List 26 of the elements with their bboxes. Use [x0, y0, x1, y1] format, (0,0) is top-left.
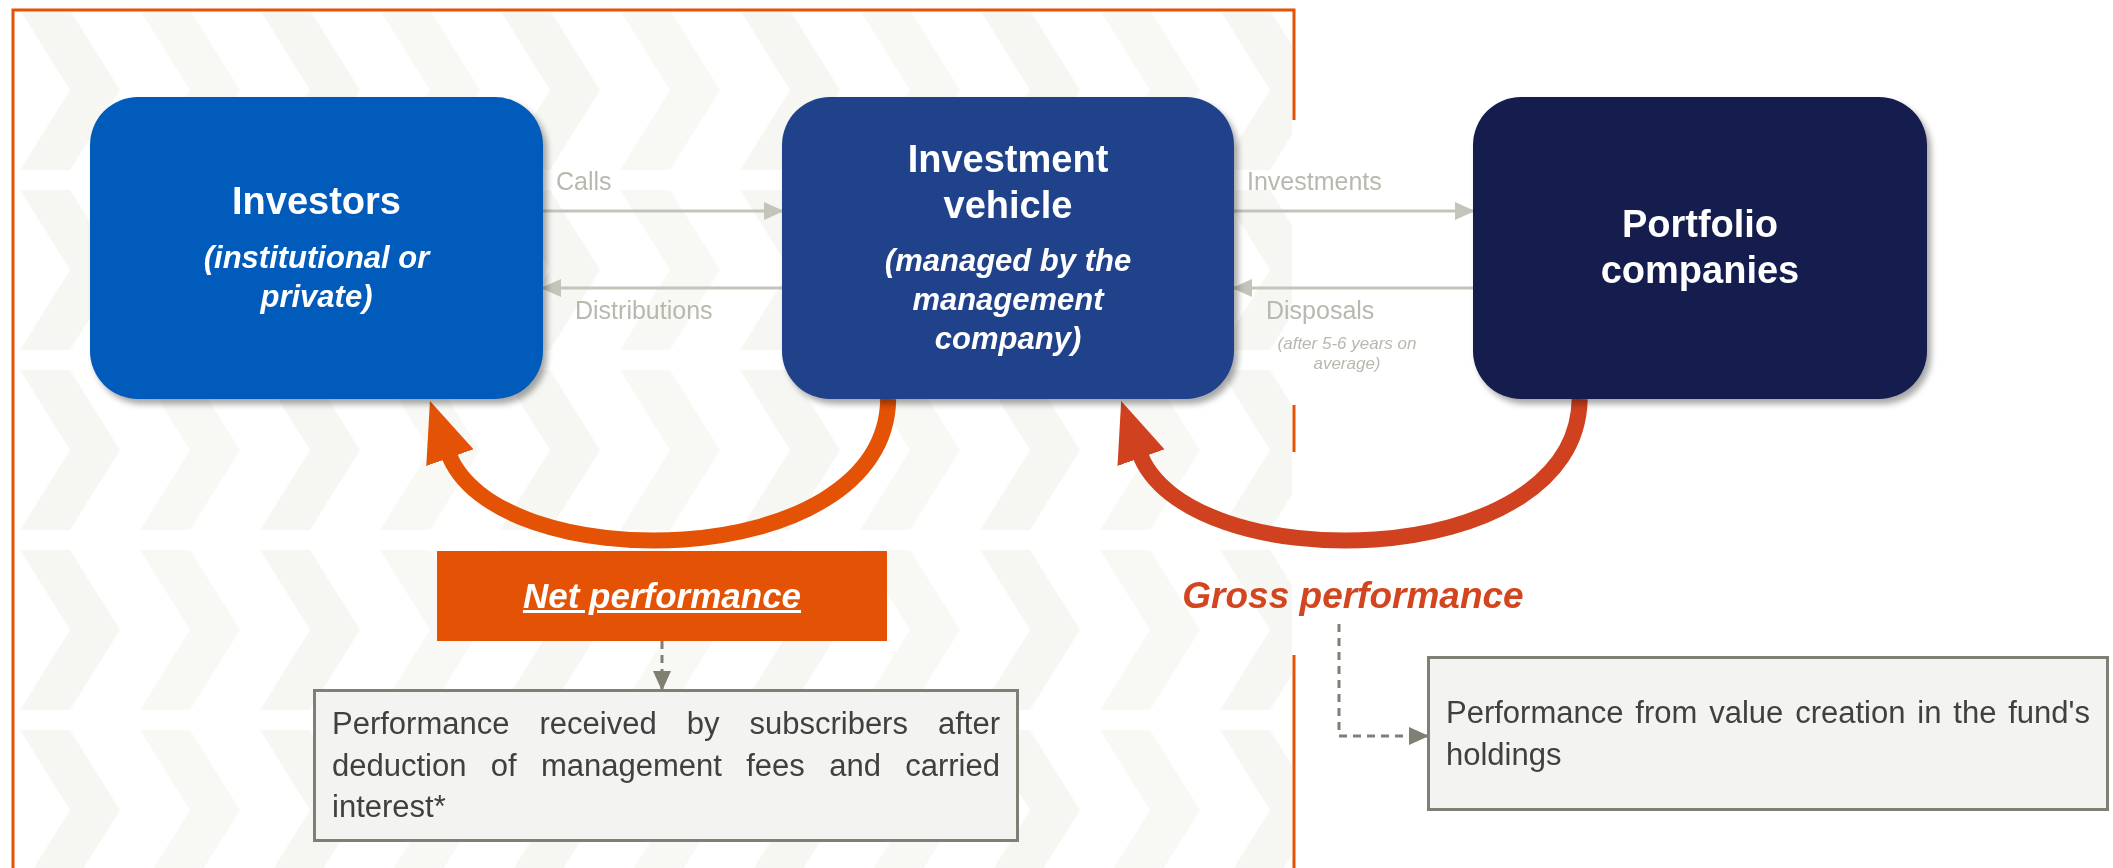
arrow [541, 279, 782, 297]
heading-text: Net performance [522, 576, 802, 616]
gross-performance-text: Gross performance [1182, 575, 1524, 617]
description-text: Performance received by subscribers after deduction of management fees and carried interest* [332, 704, 1000, 827]
dashed-arrow [1337, 624, 1429, 745]
arrow [1234, 202, 1475, 220]
note-text: (after 5-6 years on average) [1276, 334, 1418, 375]
description-box [313, 689, 1019, 842]
description-box [1427, 656, 2109, 811]
arrow [543, 202, 784, 220]
box-title: Portfolio companies [1599, 202, 1801, 293]
dashed-arrow [653, 641, 671, 691]
box-title: Investors [232, 179, 401, 225]
investors-box [90, 97, 543, 399]
edge-label: Investments [1247, 167, 1382, 196]
portfolio-box [1473, 97, 1927, 399]
box-title: Investment vehicle [906, 137, 1110, 228]
net-performance-box [437, 551, 887, 641]
box-subtitle: (institutional or private) [202, 239, 432, 316]
description-text: Performance from value creation in the fund's holdings [1446, 693, 2090, 774]
edge-label: Disposals [1266, 296, 1375, 325]
vehicle-box [782, 97, 1234, 399]
arrow [1232, 279, 1473, 297]
edge-label: Calls [556, 167, 612, 196]
edge-label: Distributions [575, 296, 713, 325]
box-subtitle: (managed by the management company) [883, 242, 1133, 358]
